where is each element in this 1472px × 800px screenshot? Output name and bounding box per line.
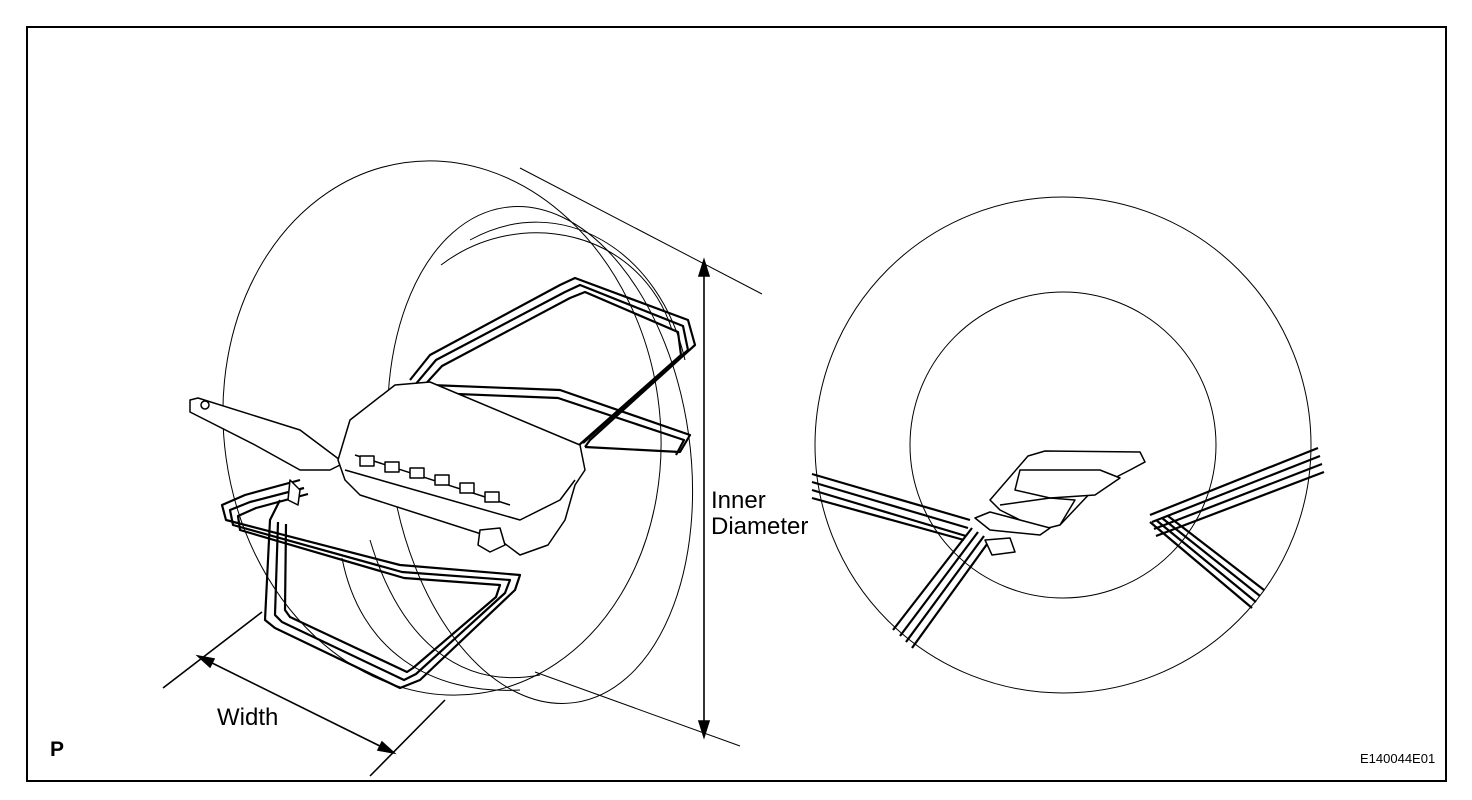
width-extension-left	[163, 612, 262, 688]
width-dimension	[200, 657, 392, 752]
arrowhead-up	[699, 260, 709, 276]
tire-outer-sidewall	[189, 132, 695, 723]
tire-inner-circle	[910, 292, 1216, 598]
tire-top-edge	[520, 168, 762, 294]
inner-diameter-label-line2: Diameter	[711, 513, 809, 541]
tire-tread-arc	[370, 540, 540, 678]
airbag-module-right	[975, 451, 1145, 555]
width-extension-right	[370, 700, 445, 776]
tire-front-view	[815, 197, 1311, 693]
tire-tread-arc	[342, 558, 520, 690]
inner-diameter-label-line1: Inner	[711, 487, 766, 514]
disposal-wire-frame-left	[222, 278, 695, 688]
tire-outer-circle	[815, 197, 1311, 693]
width-label: Width	[217, 704, 279, 731]
inner-diameter-label: Inner Diameter	[711, 487, 809, 541]
dimension-lines	[163, 260, 709, 776]
tire-bottom-edge	[535, 672, 740, 746]
view-code-label: P	[50, 738, 65, 761]
arrowhead-right	[378, 742, 394, 753]
arrowhead-left	[198, 656, 214, 667]
airbag-module-left	[190, 382, 585, 555]
figure-id-label: E140044E01	[1360, 751, 1436, 766]
arrowhead-down	[699, 721, 709, 737]
tire-tread-arc	[441, 233, 672, 330]
disposal-wire-frame-right	[812, 448, 1324, 648]
tire-tread-arc	[470, 222, 685, 360]
